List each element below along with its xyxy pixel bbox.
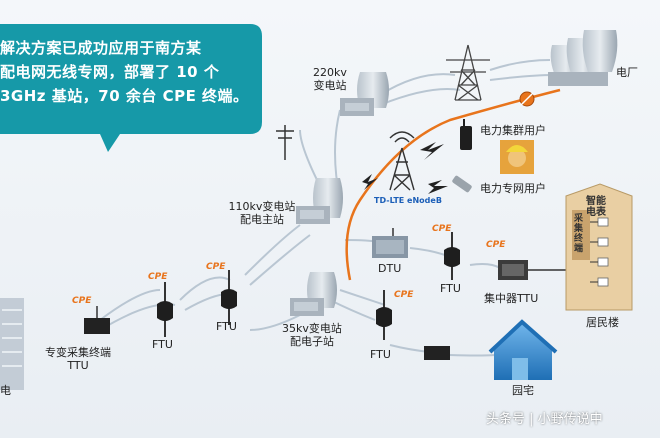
home-device-icon	[424, 346, 450, 360]
cpe-label: CPE	[432, 224, 452, 234]
ftu-mid-label: FTU	[440, 282, 461, 295]
concentrator-label: 集中器TTU	[484, 292, 539, 305]
ftu-far-left-label: FTU	[152, 338, 173, 351]
meter-collect-label: 采集终端	[574, 214, 584, 254]
left-building-icon	[0, 298, 24, 390]
left-building-label: 电	[0, 384, 11, 397]
substation-35-label: 35kv变电站配电子站	[282, 322, 342, 348]
residential-building-icon	[565, 183, 633, 311]
ftu-left-label: FTU	[216, 320, 237, 333]
callout-line-1: 解决方案已成功应用于南方某	[0, 39, 202, 57]
cpe-label: CPE	[486, 240, 506, 250]
power-plant-label: 电厂	[616, 66, 638, 79]
base-station-icon	[389, 131, 415, 191]
substation-110-label: 110kv变电站配电主站	[228, 200, 296, 226]
concentrator-icon	[498, 260, 566, 280]
cpe-label: CPE	[72, 296, 92, 306]
home-icon	[488, 319, 558, 380]
ftu-pole-icon	[157, 232, 460, 340]
callout-line-3: 3GHz 基站，70 余台 CPE 终端。	[0, 87, 249, 105]
worker-icon	[500, 140, 534, 174]
substation-110-icon	[296, 178, 343, 224]
user-special-label: 电力专网用户	[480, 182, 546, 195]
base-station-label: TD-LTE eNodeB	[374, 196, 442, 205]
power-plant-icon	[548, 30, 618, 86]
fiber-line	[345, 88, 561, 281]
dtu-label: DTU	[378, 262, 402, 275]
cpe-label: CPE	[394, 290, 414, 300]
watermark: 头条号 | 小野传说中	[486, 412, 603, 427]
usb-dongle-icon	[452, 175, 472, 193]
radio-handset-icon	[460, 119, 472, 150]
smart-meter-label: 智能电表	[586, 196, 606, 218]
utility-pole-icon	[276, 125, 294, 160]
cpe-label: CPE	[148, 272, 168, 282]
ftu-bottom-label: FTU	[370, 348, 391, 361]
callout-bubble	[0, 24, 262, 152]
callout-text: 解决方案已成功应用于南方某 配电网无线专网，部署了 10 个 3GHz 基站，7…	[0, 36, 250, 108]
wireless-bolt-icon	[362, 142, 448, 194]
substation-35-icon	[290, 272, 337, 316]
dtu-box-icon	[372, 228, 408, 258]
user-collect-label: 电力集群用户	[480, 124, 546, 137]
callout-line-2: 配电网无线专网，部署了 10 个	[0, 63, 220, 81]
terminal-box-icon	[84, 306, 110, 334]
cpe-label: CPE	[206, 262, 226, 272]
transmission-tower-icon	[446, 44, 490, 101]
residential-label: 居民楼	[586, 316, 619, 329]
substation-220-icon	[340, 72, 389, 116]
home-label: 园宅	[512, 384, 534, 397]
